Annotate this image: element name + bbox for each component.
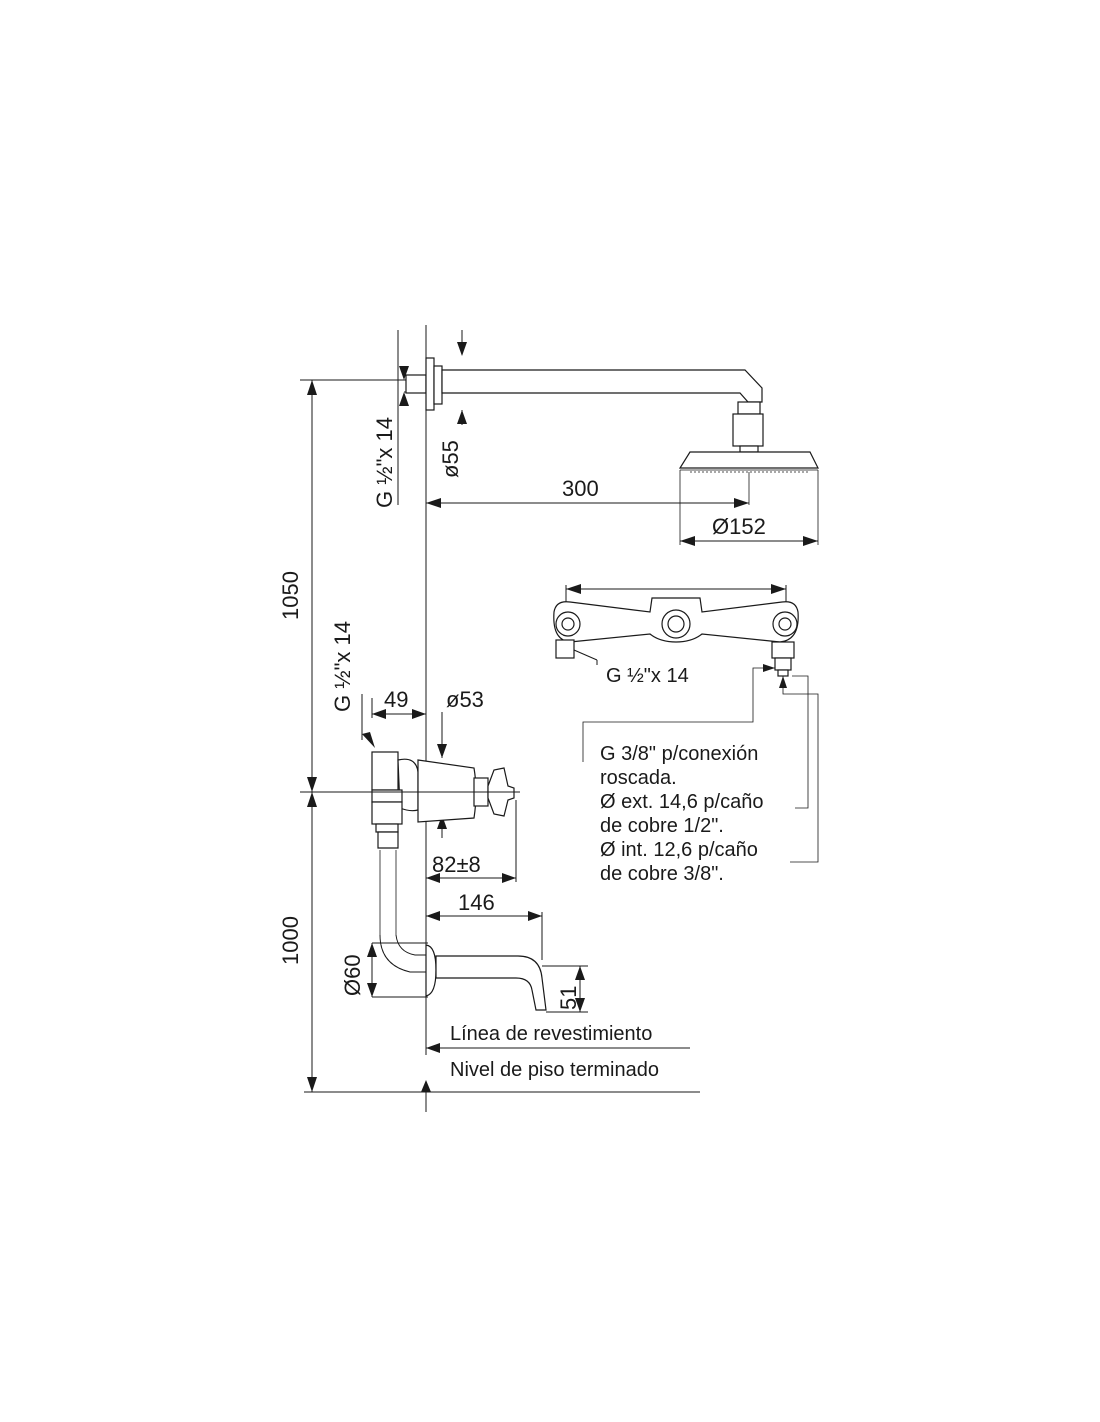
floor-line xyxy=(304,1080,700,1093)
handle-projection-label: 82±8 xyxy=(432,852,481,877)
connection-note-line-4: de cobre 1/2". xyxy=(600,815,724,837)
spout-drop-label: 51 xyxy=(556,986,581,1010)
floor-line-label: Nivel de piso terminado xyxy=(450,1059,659,1081)
spout-length-dimension xyxy=(426,911,543,960)
height-lower-label: 1000 xyxy=(278,916,303,965)
spout-drop-dimension xyxy=(542,965,588,1013)
connection-note-line-2: roscada. xyxy=(600,767,677,789)
valve-offset-dimension xyxy=(371,698,427,719)
mixer-body xyxy=(553,584,799,677)
supply-pipe xyxy=(377,831,426,973)
handle-projection-dimension xyxy=(426,800,517,883)
shower-head xyxy=(678,451,819,545)
handle-dia-dimension xyxy=(437,712,447,838)
connection-note-line-5: Ø int. 12,6 p/caño xyxy=(600,839,758,861)
handle-dia-label: ø53 xyxy=(446,687,484,712)
valve-thread-dimension xyxy=(361,694,375,748)
top-thread-label: G ½"x 14 xyxy=(372,417,397,508)
arm-length-label: 300 xyxy=(562,476,599,501)
mixer-thread-leader xyxy=(573,649,598,665)
flange-dimension xyxy=(457,330,467,425)
head-dia-dimension xyxy=(680,536,818,546)
top-thread-dimension xyxy=(397,330,420,505)
arm-length-dimension xyxy=(426,498,749,508)
connection-leaders xyxy=(582,664,819,863)
connection-note-line-3: Ø ext. 14,6 p/caño xyxy=(600,791,763,813)
spout-flange-dimension xyxy=(367,942,428,998)
connection-note-line-6: de cobre 3/8". xyxy=(600,863,724,885)
flange-dia-label: ø55 xyxy=(438,440,463,478)
valve-body xyxy=(300,751,520,833)
mixer-thread-label: G ½"x 14 xyxy=(606,665,689,687)
spout-length-label: 146 xyxy=(458,890,495,915)
valve-offset-label: 49 xyxy=(384,687,408,712)
height-upper-label: 1050 xyxy=(278,571,303,620)
spout xyxy=(425,944,547,1011)
valve-thread-label: G ½"x 14 xyxy=(330,621,355,712)
head-dia-label: Ø152 xyxy=(712,514,766,539)
shower-arm xyxy=(405,357,764,453)
connection-note-line-1: G 3/8" p/conexión xyxy=(600,743,758,765)
wall-line-label: Línea de revestimiento xyxy=(450,1023,652,1045)
spout-flange-label: Ø60 xyxy=(340,954,365,996)
wall-line-callout xyxy=(426,1043,690,1053)
